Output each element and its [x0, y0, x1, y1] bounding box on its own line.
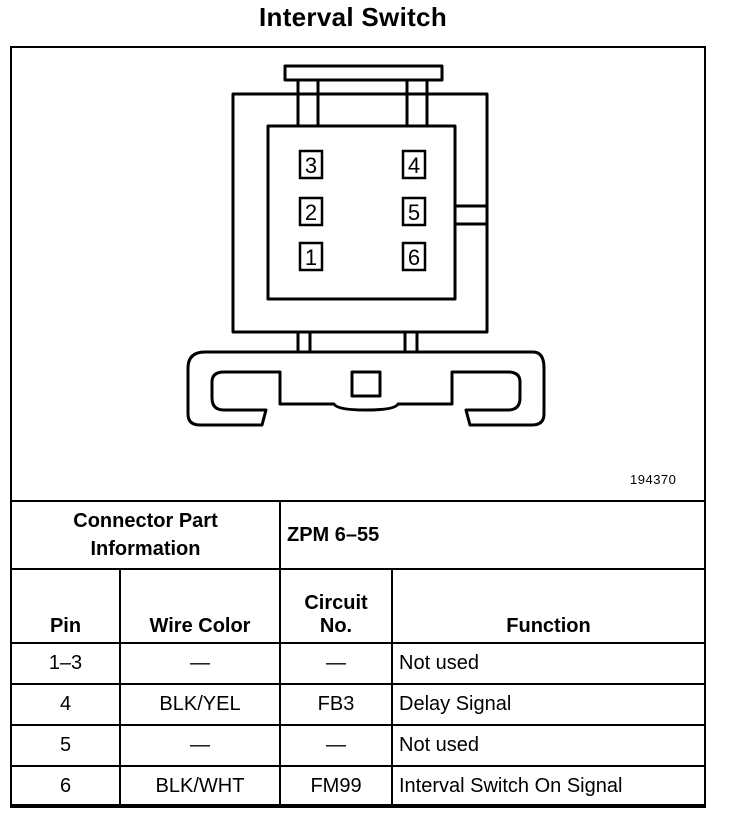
svg-text:1: 1 — [305, 245, 317, 270]
connector-info-table: Connector Part Information ZPM 6–55 Pin … — [10, 500, 706, 808]
function-cell: Delay Signal — [391, 683, 706, 726]
circuit-cell: — — [279, 724, 393, 767]
connector-terminal-cavity — [266, 124, 457, 301]
table-row: 5 — — Not used — [10, 724, 706, 767]
terminal-6: 6 — [401, 241, 427, 272]
circuit-cell: — — [279, 642, 393, 685]
svg-text:2: 2 — [305, 200, 317, 225]
terminal-2: 2 — [298, 196, 324, 227]
connector-mounting-clip — [186, 350, 546, 427]
function-cell: Not used — [391, 724, 706, 767]
connector-part-row: Connector Part Information ZPM 6–55 — [10, 500, 706, 570]
figure-id: 194370 — [630, 472, 677, 487]
page-title: Interval Switch — [259, 2, 447, 32]
function-cell: Interval Switch On Signal — [391, 765, 706, 808]
svg-text:3: 3 — [305, 153, 317, 178]
terminal-5: 5 — [401, 196, 427, 227]
pin-header: Pin — [10, 568, 121, 644]
circuit-cell: FB3 — [279, 683, 393, 726]
pin-cell: 6 — [10, 765, 121, 808]
circuit-header: Circuit No. — [279, 568, 393, 644]
wire-color-cell: — — [119, 724, 281, 767]
svg-text:6: 6 — [408, 245, 420, 270]
pin-cell: 5 — [10, 724, 121, 767]
svg-text:5: 5 — [408, 200, 420, 225]
wire-color-header: Wire Color — [119, 568, 281, 644]
function-cell: Not used — [391, 642, 706, 685]
connector-part-label: Connector Part Information — [10, 500, 281, 570]
table-row: 1–3 — — Not used — [10, 642, 706, 685]
wire-color-cell: BLK/WHT — [119, 765, 281, 808]
connector-diagram: 3 2 1 4 5 6 — [186, 64, 546, 427]
table-row: 6 BLK/WHT FM99 Interval Switch On Signal — [10, 765, 706, 808]
wire-color-cell: BLK/YEL — [119, 683, 281, 726]
function-header: Function — [391, 568, 706, 644]
terminal-3: 3 — [298, 149, 324, 180]
svg-text:4: 4 — [408, 153, 420, 178]
terminal-1: 1 — [298, 241, 324, 272]
pin-cell: 1–3 — [10, 642, 121, 685]
connector-part-value: ZPM 6–55 — [279, 500, 706, 570]
connector-center-post — [350, 370, 382, 398]
connector-latch-tab — [283, 64, 444, 82]
column-header-row: Pin Wire Color Circuit No. Function — [10, 568, 706, 644]
connector-side-key — [453, 204, 489, 226]
connector-housing — [231, 92, 489, 334]
circuit-cell: FM99 — [279, 765, 393, 808]
table-row: 4 BLK/YEL FB3 Delay Signal — [10, 683, 706, 726]
pin-cell: 4 — [10, 683, 121, 726]
terminal-4: 4 — [401, 149, 427, 180]
wire-color-cell: — — [119, 642, 281, 685]
